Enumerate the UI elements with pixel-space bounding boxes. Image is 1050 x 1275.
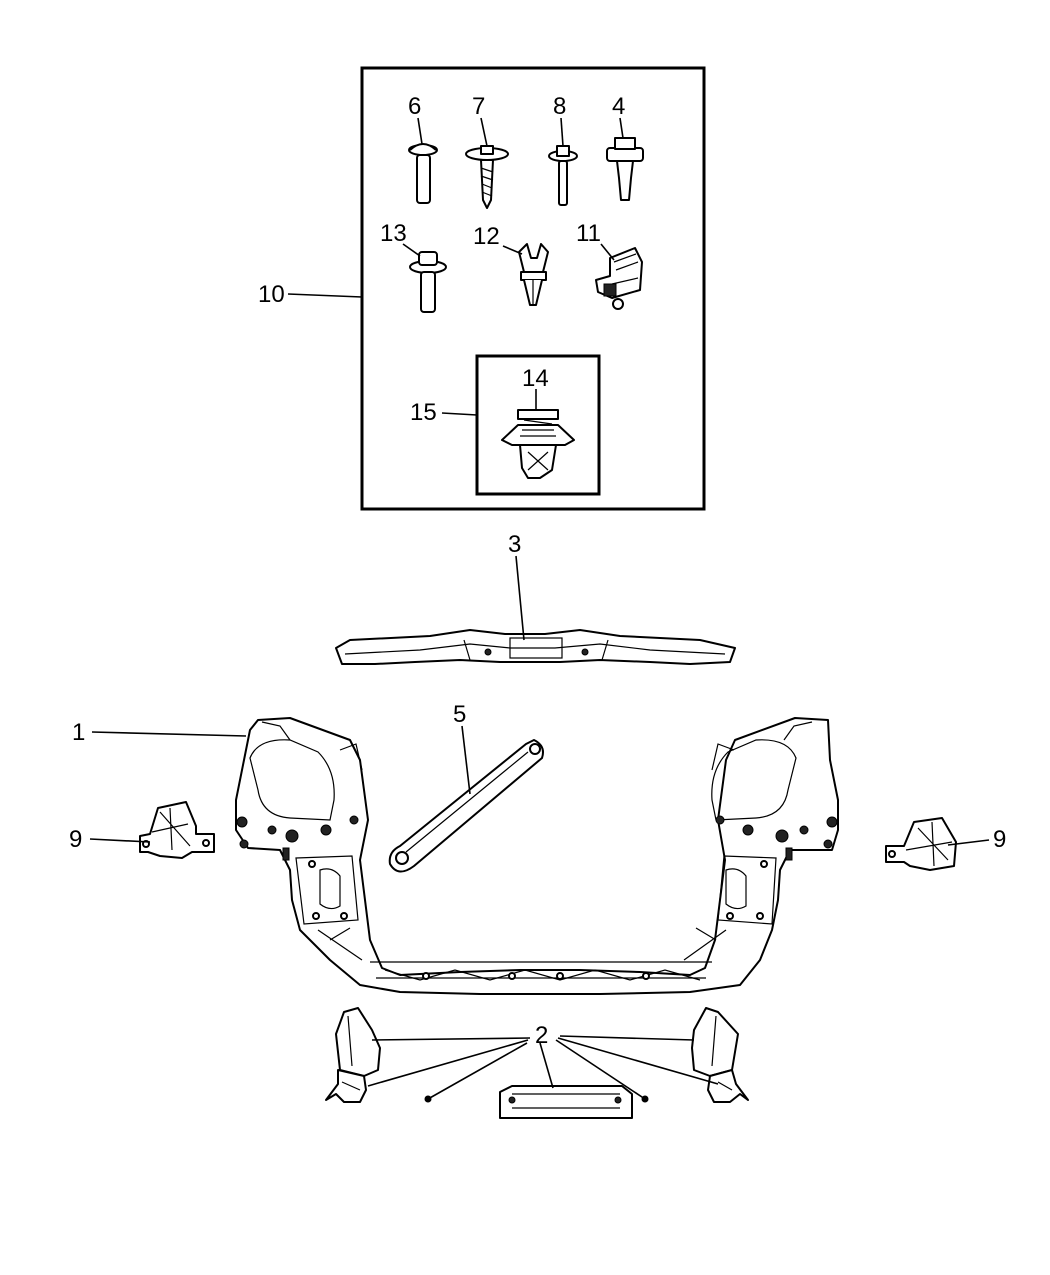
part-13-bolt[interactable] — [409, 251, 447, 313]
part-6-bolt[interactable] — [408, 143, 438, 204]
leader-lines — [89, 117, 990, 1100]
part-2-bracket-right[interactable] — [691, 1007, 749, 1103]
part-8-bolt[interactable] — [548, 145, 578, 206]
callout-10: 10 — [258, 281, 285, 308]
callout-1: 1 — [72, 719, 85, 746]
callout-13: 13 — [380, 220, 407, 247]
callout-11: 11 — [576, 220, 601, 247]
part-2-bracket-left[interactable] — [325, 1007, 381, 1103]
callout-5: 5 — [453, 701, 466, 728]
part-7-screw[interactable] — [465, 145, 509, 209]
part-5-brace[interactable] — [388, 739, 544, 873]
part-14-clip[interactable] — [501, 409, 575, 479]
callout-6: 6 — [408, 93, 421, 120]
callout-4: 4 — [612, 93, 625, 120]
callout-7: 7 — [472, 93, 485, 120]
callout-15: 15 — [410, 399, 437, 426]
part-1-radiator-support[interactable] — [235, 717, 839, 995]
callout-2: 2 — [535, 1022, 548, 1049]
callout-8: 8 — [553, 93, 566, 120]
callout-14: 14 — [522, 365, 549, 392]
fastener-kit-box — [360, 66, 706, 511]
callout-3: 3 — [508, 531, 521, 558]
part-2-center-bracket[interactable] — [499, 1085, 633, 1119]
part-11-retainer[interactable] — [595, 247, 643, 310]
callout-labels: 1 2 3 4 5 6 7 8 9 9 10 11 12 13 14 15 — [69, 93, 1006, 1049]
part-3-upper-crossmember[interactable] — [335, 629, 736, 665]
part-12-clip[interactable] — [518, 243, 549, 306]
clip-kit-box — [475, 354, 601, 496]
part-4-bolt[interactable] — [606, 137, 644, 201]
part-9-bracket-right[interactable] — [885, 817, 957, 871]
callout-9-left: 9 — [69, 826, 82, 853]
callout-12: 12 — [473, 223, 500, 250]
part-9-bracket-left[interactable] — [139, 801, 215, 859]
callout-9-right: 9 — [993, 826, 1006, 853]
